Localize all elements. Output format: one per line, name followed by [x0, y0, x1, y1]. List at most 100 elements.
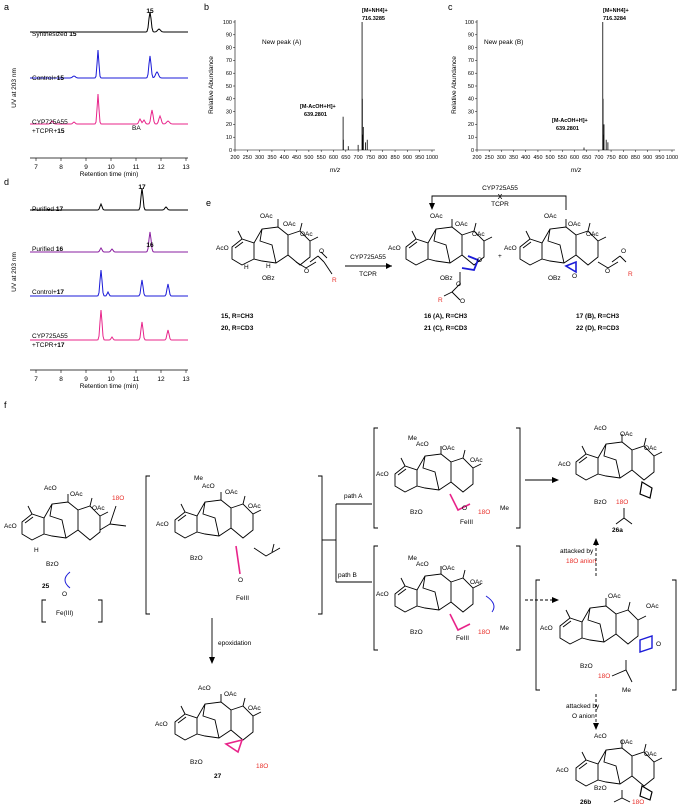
- xtick-label: 300: [497, 155, 506, 161]
- svg-text:OAc: OAc: [608, 593, 621, 600]
- xtick-label: 350: [509, 155, 518, 161]
- xtick-label: 400: [521, 155, 530, 161]
- ytick-label: 80: [468, 45, 474, 51]
- panel-label-f: f: [4, 400, 7, 410]
- xtick-label: 950: [415, 155, 424, 161]
- ytick-label: 10: [468, 135, 474, 141]
- svg-text:Me: Me: [500, 505, 509, 512]
- ytick-label: 30: [468, 109, 474, 115]
- svg-text:OAc: OAc: [248, 705, 261, 712]
- b-spectrum: [342, 22, 368, 150]
- ytick-label: 90: [226, 33, 232, 39]
- ytick-label: 60: [468, 71, 474, 77]
- b-title: New peak (A): [262, 39, 301, 46]
- xtick-label: 300: [255, 155, 264, 161]
- svg-text:18O: 18O: [256, 763, 268, 770]
- xtick-label: 850: [631, 155, 640, 161]
- svg-text:AcO: AcO: [376, 591, 389, 598]
- svg-text:27: 27: [214, 773, 222, 780]
- svg-text:18O: 18O: [478, 629, 490, 636]
- xtick-label: 650: [341, 155, 350, 161]
- ytick-label: 40: [226, 97, 232, 103]
- tick-label: 7: [34, 376, 38, 383]
- svg-text:18O: 18O: [616, 499, 628, 506]
- ytick-label: 100: [223, 20, 232, 26]
- xtick-label: 1000: [426, 155, 438, 161]
- f-pathA: path A: [344, 493, 363, 500]
- svg-text:OAc: OAc: [586, 231, 599, 238]
- svg-text:BzO: BzO: [410, 629, 423, 636]
- svg-text:Me: Me: [194, 475, 203, 482]
- ytick-label: 70: [226, 58, 232, 64]
- ytick-label: 70: [468, 58, 474, 64]
- ytick-label: 0: [471, 148, 474, 154]
- svg-text:OAc: OAc: [620, 431, 633, 438]
- svg-text:OAc: OAc: [455, 221, 468, 228]
- svg-text:AcO: AcO: [198, 685, 211, 692]
- svg-text:Me: Me: [622, 687, 631, 694]
- svg-text:OAc: OAc: [224, 691, 237, 698]
- d-trace-purified16: [30, 231, 188, 253]
- xtick-label: 600: [329, 155, 338, 161]
- svg-text:AcO: AcO: [216, 245, 229, 252]
- a-trace1-label: Synthesized 15: [32, 31, 77, 38]
- panel-label-d: d: [4, 177, 9, 187]
- svg-text:OAc: OAc: [260, 213, 273, 220]
- xtick-label: 400: [280, 155, 289, 161]
- svg-text:18O: 18O: [632, 799, 644, 806]
- tick-label: 10: [107, 164, 115, 171]
- svg-text:18O: 18O: [478, 509, 490, 516]
- ytick-label: 0: [229, 148, 232, 154]
- svg-text:OBz: OBz: [440, 275, 453, 282]
- svg-text:26a: 26a: [612, 527, 623, 534]
- ytick-label: 100: [465, 20, 474, 26]
- svg-text:OAc: OAc: [620, 739, 633, 746]
- xtick-label: 550: [317, 155, 326, 161]
- f-attO: attacked by: [566, 703, 600, 710]
- tick-label: 10: [107, 376, 115, 383]
- svg-text:OAc: OAc: [644, 751, 657, 758]
- ytick-label: 30: [226, 109, 232, 115]
- svg-text:OAc: OAc: [544, 213, 557, 220]
- tick-label: 13: [182, 164, 190, 171]
- svg-text:O: O: [477, 257, 482, 264]
- tick-label: 9: [84, 164, 88, 171]
- svg-text:FeIII: FeIII: [456, 635, 469, 642]
- label-17-22: 17 (B), R=CH3: [576, 313, 620, 320]
- svg-text:OAc: OAc: [470, 579, 483, 586]
- xtick-label: 500: [546, 155, 555, 161]
- svg-text:O: O: [319, 248, 324, 255]
- svg-text:26b: 26b: [580, 799, 591, 806]
- svg-text:AcO: AcO: [156, 521, 169, 528]
- svg-text:BzO: BzO: [594, 499, 607, 506]
- xtick-label: 200: [472, 155, 481, 161]
- tick-label: 12: [157, 164, 165, 171]
- svg-text:OAc: OAc: [568, 221, 581, 228]
- svg-text:OAc: OAc: [300, 231, 313, 238]
- svg-text:O: O: [572, 273, 577, 280]
- svg-text:21 (C), R=CD3: 21 (C), R=CD3: [424, 325, 468, 332]
- ytick-label: 80: [226, 45, 232, 51]
- e-enzyme: CYP725A55: [350, 254, 386, 261]
- svg-text:AcO: AcO: [202, 483, 215, 490]
- svg-text:OBz: OBz: [262, 275, 275, 282]
- f-att18: attacked by: [560, 548, 594, 555]
- tick-label: 7: [34, 164, 38, 171]
- svg-text:Me: Me: [500, 625, 509, 632]
- a-annotation-BA: BA: [132, 125, 141, 132]
- svg-text:OAc: OAc: [646, 603, 659, 610]
- xtick-label: 450: [533, 155, 542, 161]
- svg-text:AcO: AcO: [540, 625, 553, 632]
- a-trace-cyp15: [30, 93, 188, 125]
- svg-text:AcO: AcO: [155, 721, 168, 728]
- xtick-label: 200: [230, 155, 239, 161]
- d-trace-purified17: [30, 187, 188, 211]
- svg-text:OAc: OAc: [70, 491, 83, 498]
- svg-text:AcO: AcO: [558, 461, 571, 468]
- tick-label: 13: [182, 376, 190, 383]
- ytick-label: 40: [468, 97, 474, 103]
- svg-text:18O: 18O: [112, 495, 124, 502]
- d-trace-cyp17: [30, 309, 188, 341]
- svg-text:O: O: [656, 641, 661, 648]
